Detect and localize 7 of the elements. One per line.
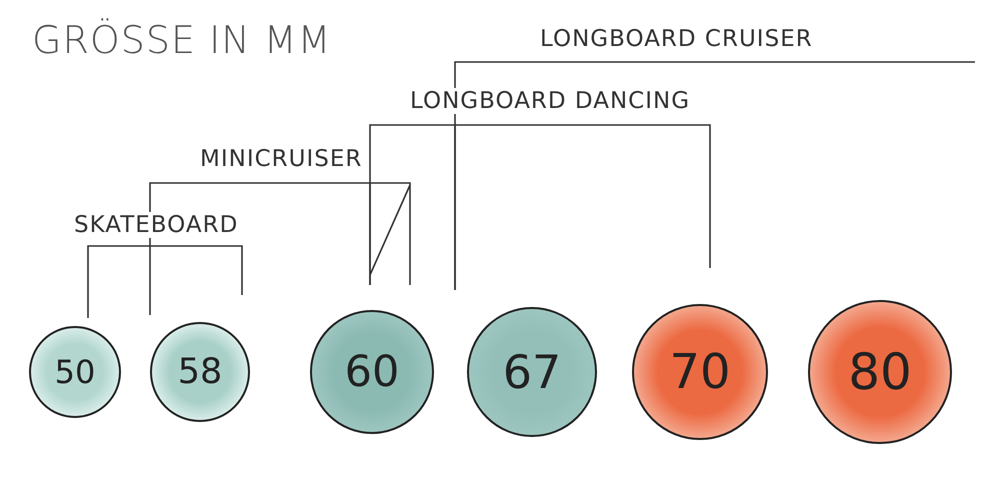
size-number: 80	[848, 343, 912, 401]
title: GRÖSSE IN MM	[32, 18, 332, 62]
size-number: 70	[669, 344, 731, 400]
size-number: 60	[344, 347, 400, 397]
size-number: 58	[178, 352, 222, 392]
size-number: 50	[54, 353, 96, 391]
size-number: 67	[502, 345, 562, 399]
